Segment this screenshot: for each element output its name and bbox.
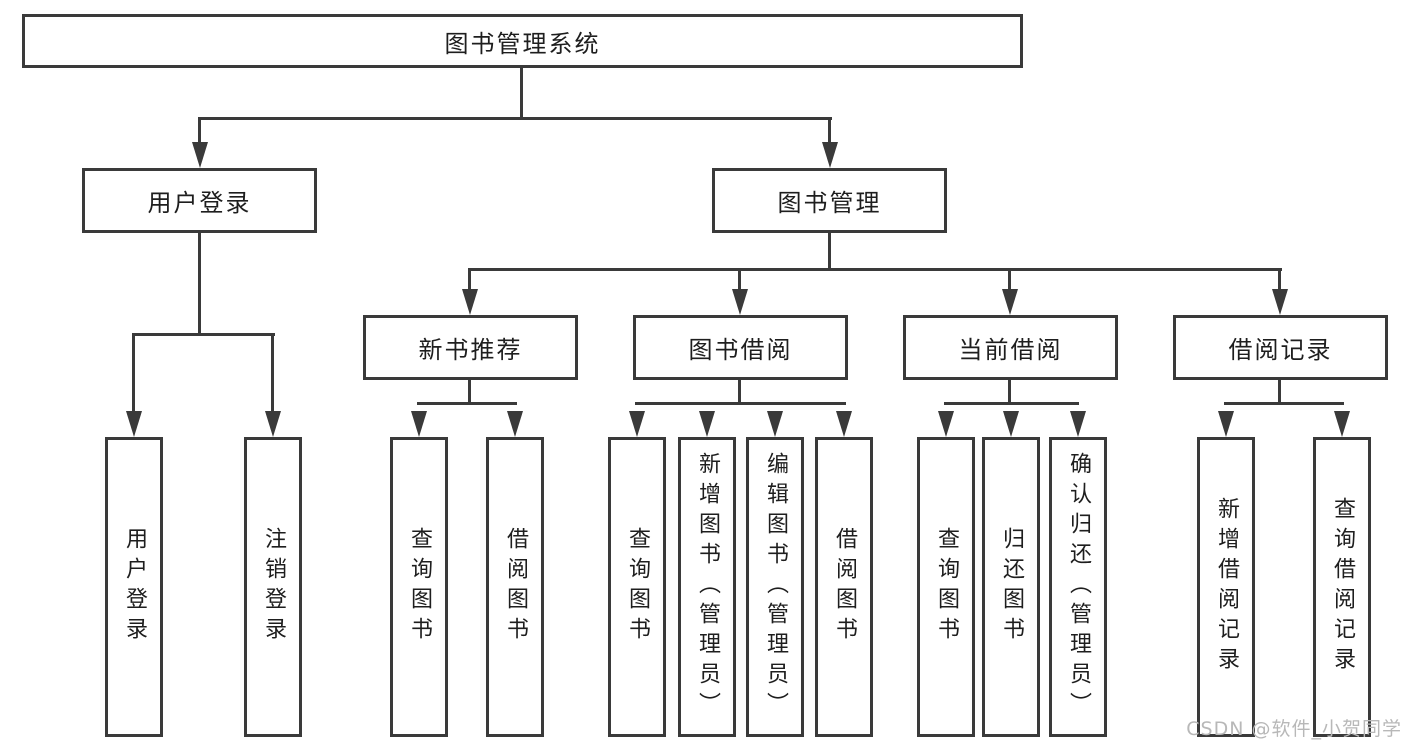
node-leaf-logout: 注销登录 [244,437,302,737]
node-user-login: 用户登录 [82,168,317,233]
connector-line [1278,378,1281,405]
node-label: 图书管理 [777,189,882,217]
connector-hline [1224,402,1344,405]
node-label: 用户登录 [147,189,252,217]
connector-line [828,231,831,271]
leaf-label: 确认归还（管理员） [1066,452,1091,722]
node-leaf-return-book: 归还图书 [982,437,1040,737]
node-label: 当前借阅 [958,336,1063,364]
arrowhead-down [126,411,142,437]
node-new-book-recommend: 新书推荐 [363,315,578,380]
node-label: 新书推荐 [418,336,523,364]
connector-line [468,378,471,405]
node-book-borrow: 图书借阅 [633,315,848,380]
leaf-label: 归还图书 [999,527,1024,647]
connector-root-hline [198,117,832,120]
arrowhead-down [1070,411,1086,437]
connector-line [271,335,274,411]
arrowhead-down [1002,289,1018,315]
arrowhead-down [938,411,954,437]
connector-line [738,378,741,405]
node-book-management: 图书管理 [712,168,947,233]
leaf-label: 编辑图书（管理员） [763,452,788,722]
node-leaf-user-login: 用户登录 [105,437,163,737]
node-root-label: 图书管理系统 [444,29,601,58]
leaf-label: 查询借阅记录 [1330,497,1355,677]
leaf-label: 借阅图书 [503,527,528,647]
node-leaf-edit-book-admin: 编辑图书（管理员） [746,437,804,737]
arrowhead-down [265,411,281,437]
leaf-label: 新增借阅记录 [1214,497,1239,677]
leaf-label: 查询图书 [625,527,650,647]
node-leaf-query-books-borrow: 查询图书 [608,437,666,737]
node-borrow-records: 借阅记录 [1173,315,1388,380]
node-root: 图书管理系统 [22,14,1023,68]
arrowhead-down [462,289,478,315]
arrowhead-down [1003,411,1019,437]
connector-root-stem [520,66,523,120]
arrowhead-down [836,411,852,437]
connector-line [738,270,741,291]
node-leaf-confirm-return-admin: 确认归还（管理员） [1049,437,1107,737]
connector-line [198,231,201,333]
node-leaf-add-borrow-record: 新增借阅记录 [1197,437,1255,737]
connector-line [468,270,471,291]
connector-hline [944,402,1079,405]
leaf-label: 查询图书 [407,527,432,647]
connector-line [132,335,135,411]
node-leaf-query-books-recommend: 查询图书 [390,437,448,737]
connector-hline [417,402,517,405]
leaf-label: 新增图书（管理员） [695,452,720,722]
node-leaf-query-borrow-record: 查询借阅记录 [1313,437,1371,737]
arrowhead-down [1272,289,1288,315]
arrowhead-down [699,411,715,437]
watermark: CSDN @软件_小贺同学 [1186,718,1402,740]
arrowhead-down [1218,411,1234,437]
connector-line [1008,378,1011,405]
arrowhead-down [1334,411,1350,437]
node-label: 借阅记录 [1228,336,1333,364]
node-leaf-borrow-books: 借阅图书 [815,437,873,737]
connector-line [198,119,201,144]
connector-hline [132,333,275,336]
node-leaf-query-books-current: 查询图书 [917,437,975,737]
leaf-label: 注销登录 [261,527,286,647]
leaf-label: 用户登录 [122,527,147,647]
connector-line [1278,270,1281,291]
arrowhead-down [629,411,645,437]
arrowhead-down [192,142,208,168]
connector-line [1008,270,1011,291]
arrowhead-down [507,411,523,437]
leaf-label: 借阅图书 [832,527,857,647]
leaf-label: 查询图书 [934,527,959,647]
arrowhead-down [822,142,838,168]
node-current-borrow: 当前借阅 [903,315,1118,380]
connector-hline [635,402,846,405]
node-leaf-add-book-admin: 新增图书（管理员） [678,437,736,737]
connector-line [828,119,831,144]
node-leaf-borrow-books-recommend: 借阅图书 [486,437,544,737]
arrowhead-down [411,411,427,437]
arrowhead-down [767,411,783,437]
arrowhead-down [732,289,748,315]
connector-hline [468,268,1282,271]
node-label: 图书借阅 [688,336,793,364]
